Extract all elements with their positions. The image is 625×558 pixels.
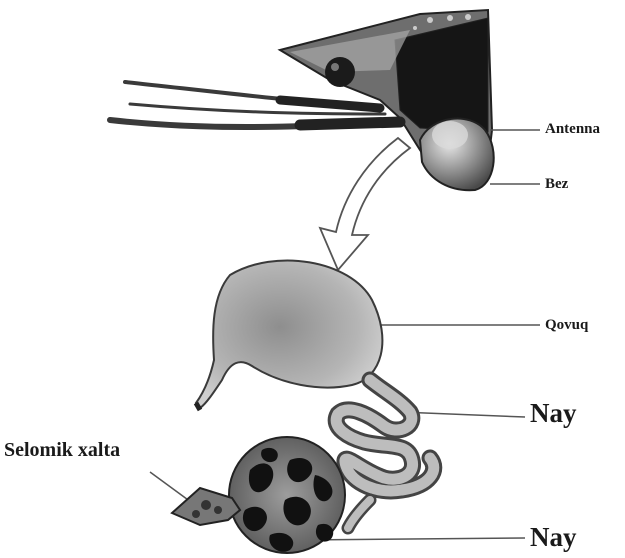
label-antenna: Antenna (545, 122, 600, 137)
coelomic-ball (229, 437, 345, 553)
coiled-tubule (336, 380, 434, 528)
label-selomik-xalta: Selomik xalta (4, 440, 120, 460)
arrow (320, 138, 410, 270)
bladder (196, 260, 382, 410)
label-bez: Bez (545, 177, 568, 192)
label-qovuq: Qovuq (545, 318, 588, 333)
label-nay-upper: Nay (530, 400, 577, 427)
label-nay-lower: Nay (530, 524, 577, 551)
antennal-gland (420, 119, 494, 191)
